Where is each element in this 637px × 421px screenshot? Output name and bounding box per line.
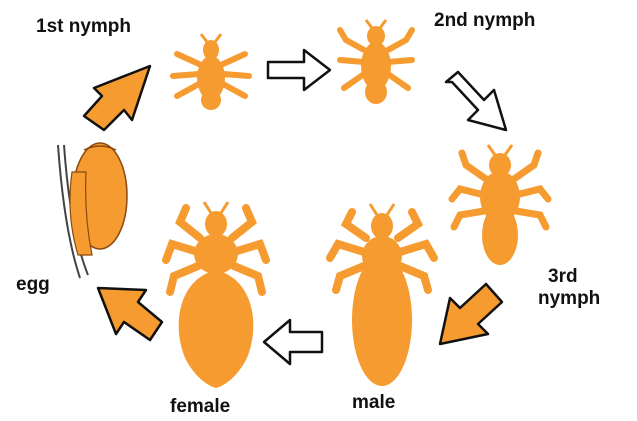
label-third-nymph: 3rd nymph [548,266,600,310]
egg-nit [58,143,127,278]
arrow-egg-to-first-nymph [84,66,150,130]
second-nymph-figure [340,20,412,104]
female-louse-figure [166,202,266,388]
arrow-first-to-second-nymph [268,50,330,90]
arrow-second-to-third-nymph [446,72,506,130]
label-third-nymph-line1: 3rd [548,266,600,288]
arrow-male-to-female [264,320,322,364]
arrow-third-nymph-to-male [440,284,502,344]
third-nymph-figure [452,145,548,265]
label-third-nymph-line2: nymph [538,288,600,310]
label-male: male [352,392,395,414]
arrow-female-to-egg [98,288,162,340]
first-nymph-figure [173,34,249,110]
label-egg: egg [16,274,50,296]
label-female: female [170,396,230,418]
male-louse-figure [330,204,434,386]
label-first-nymph: 1st nymph [36,16,131,38]
label-second-nymph: 2nd nymph [434,10,535,32]
